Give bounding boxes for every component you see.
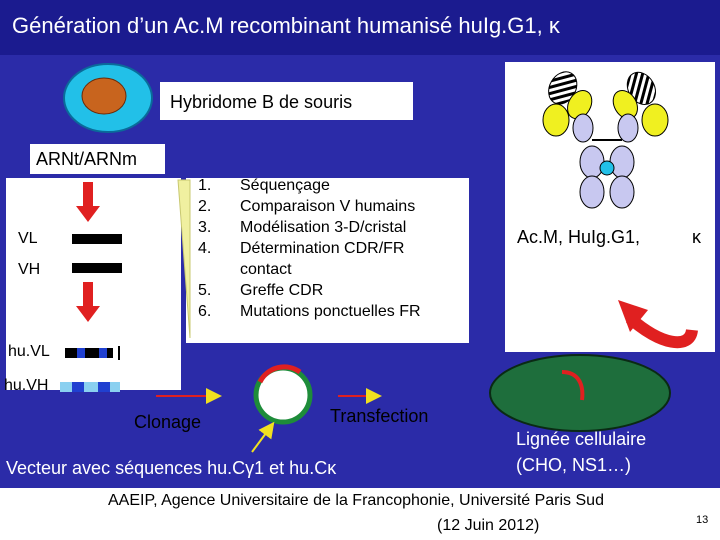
steps-list: 1.Séquençage 2.Comparaison V humains 3.M… <box>198 175 421 322</box>
step-item: contact <box>240 261 292 278</box>
huvh-label: hu.VH <box>4 377 49 394</box>
vector-label: Vecteur avec séquences hu.Cγ1 et hu.Cκ <box>6 458 337 478</box>
step-item: 6.Mutations ponctuelles FR <box>198 303 421 320</box>
step-item: 5.Greffe CDR <box>198 282 324 299</box>
vector-pointer-arrow-icon <box>251 421 275 453</box>
red-arrow-down-icon-2 <box>76 282 100 322</box>
antibody-icon <box>542 71 669 209</box>
step-item: 2.Comparaison V humains <box>198 198 416 215</box>
slide-title: Génération d’un Ac.M recombinant humanis… <box>12 13 560 38</box>
step-item: 3.Modélisation 3-D/cristal <box>198 219 407 236</box>
transfection-label: Transfection <box>330 406 429 426</box>
step-item: 1.Séquençage <box>198 177 330 194</box>
vl-label: VL <box>18 230 38 247</box>
cell-line-label-2: (CHO, NS1…) <box>516 455 632 475</box>
antibody-kappa: κ <box>692 227 701 247</box>
hybridoma-label-box <box>160 82 413 120</box>
plasmid-icon <box>253 364 313 425</box>
clonage-label: Clonage <box>134 412 202 432</box>
huvl-bar <box>65 346 120 360</box>
hybridoma-cell-icon <box>63 63 153 133</box>
title-bar: Génération d’un Ac.M recombinant humanis… <box>0 0 720 55</box>
page-number: 13 <box>696 514 709 526</box>
antibody-label: Ac.M, HuIg.G1, <box>517 227 641 247</box>
cell-line-label-1: Lignée cellulaire <box>516 429 647 449</box>
curved-red-arrow-icon <box>618 300 698 349</box>
huvh-bar <box>60 382 120 392</box>
huvl-label: hu.VL <box>8 343 50 360</box>
footer <box>0 488 720 540</box>
wedge-arrow-icon <box>177 179 191 339</box>
footer-line-2: (12 Juin 2012) <box>437 517 540 534</box>
mrna-label: ARNt/ARNm <box>36 149 138 169</box>
footer-line-1: AAEIP, Agence Universitaire de la Franco… <box>108 492 604 509</box>
step-item: 4.Détermination CDR/FR <box>198 240 405 257</box>
antibody-panel-box <box>505 62 715 352</box>
mrna-label-box <box>30 144 165 174</box>
hybridoma-label: Hybridome B de souris <box>170 92 353 112</box>
vh-label: VH <box>18 261 41 278</box>
steps-box <box>186 178 469 343</box>
vl-bar <box>72 234 122 244</box>
red-arrow-down-icon-1 <box>76 182 100 222</box>
vh-bar <box>72 263 122 273</box>
cell-line-icon <box>489 354 671 432</box>
